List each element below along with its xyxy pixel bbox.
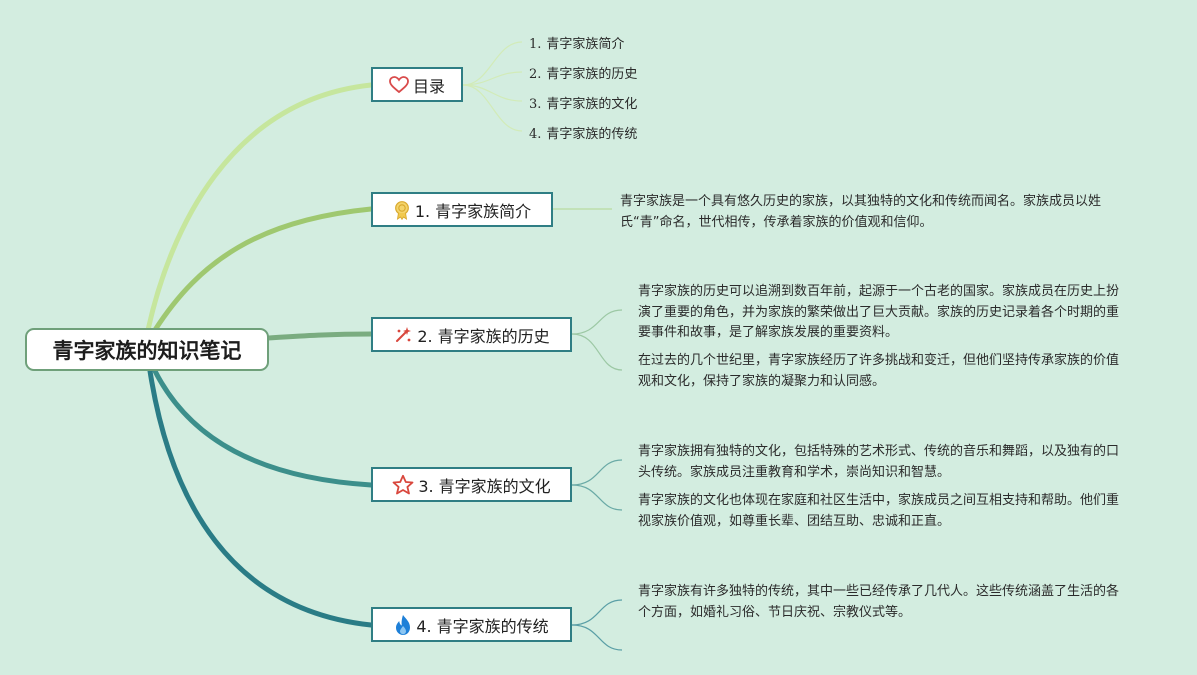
- toc-item-number: 3.: [529, 97, 542, 112]
- note-tradition-1[interactable]: 青字家族有许多独特的传统，其中一些已经传承了几代人。这些传统涵盖了生活的各个方面…: [638, 584, 1120, 620]
- note-intro[interactable]: 青字家族是一个具有悠久历史的家族，以其独特的文化和传统而闻名。家族成员以姓氏“青…: [620, 194, 1102, 230]
- connector-history-note-1: [571, 309, 623, 335]
- toc-item-text: 青字家族的历史: [546, 67, 638, 82]
- heart-icon: [389, 75, 409, 94]
- medal-icon: [393, 200, 411, 220]
- note-culture-2[interactable]: 青字家族的文化也体现在家庭和社区生活中，家族成员之间互相支持和帮助。他们重视家族…: [638, 493, 1120, 529]
- branch-tradition[interactable]: 4. 青字家族的传统: [371, 607, 572, 642]
- connector-toc-2: [462, 71, 523, 86]
- note-history-2[interactable]: 在过去的几个世纪里，青字家族经历了许多挑战和变迁，但他们坚持传承家族的价值观和文…: [638, 353, 1120, 389]
- toc-item-4[interactable]: 4. 青字家族的传统: [529, 123, 637, 142]
- toc-item-text: 青字家族简介: [546, 37, 625, 52]
- toc-item-1[interactable]: 1. 青字家族简介: [529, 33, 624, 52]
- connector-culture-note-2: [571, 484, 623, 511]
- connector-toc: [145, 82, 374, 333]
- branch-culture-label: 3. 青字家族的文化: [418, 476, 551, 496]
- branch-intro-label: 1. 青字家族简介: [414, 201, 532, 221]
- toc-item-number: 4.: [529, 127, 542, 142]
- toc-item-text: 青字家族的传统: [546, 127, 638, 142]
- toc-item-number: 2.: [529, 67, 542, 82]
- connector-history: [265, 331, 374, 341]
- branch-intro[interactable]: 1. 青字家族简介: [371, 192, 553, 227]
- branch-culture[interactable]: 3. 青字家族的文化: [371, 467, 572, 502]
- toc-item-2[interactable]: 2. 青字家族的历史: [529, 63, 637, 82]
- branch-toc-label: 目录: [412, 76, 445, 96]
- note-culture-1[interactable]: 青字家族拥有独特的文化，包括特殊的艺术形式、传统的音乐和舞蹈，以及独有的口头传统…: [638, 444, 1120, 480]
- toc-item-text: 青字家族的文化: [546, 97, 638, 112]
- connector-toc-4: [462, 84, 523, 132]
- note-history-1[interactable]: 青字家族的历史可以追溯到数百年前，起源于一个古老的国家。家族成员在历史上扮演了重…: [638, 284, 1120, 340]
- toc-item-3[interactable]: 3. 青字家族的文化: [529, 93, 637, 112]
- branch-toc[interactable]: 目录: [371, 67, 463, 102]
- sparkle-icon: [393, 325, 413, 345]
- connector-tradition: [147, 368, 374, 628]
- flame-icon: [394, 614, 412, 636]
- connector-intro: [152, 206, 374, 333]
- branch-history[interactable]: 2. 青字家族的历史: [371, 317, 572, 352]
- toc-item-number: 1.: [529, 37, 542, 52]
- central-topic[interactable]: 青字家族的知识笔记: [25, 328, 269, 371]
- connector-history-note-2: [571, 333, 623, 371]
- branch-history-label: 2. 青字家族的历史: [417, 326, 550, 346]
- connector-toc-3: [462, 84, 523, 102]
- connector-toc-1: [462, 41, 523, 86]
- connector-culture-note-1: [571, 459, 623, 486]
- connector-tradition-note-2: [571, 624, 623, 651]
- branch-tradition-label: 4. 青字家族的传统: [416, 616, 549, 636]
- connector-culture: [152, 368, 374, 488]
- star-icon: [392, 474, 414, 496]
- connector-tradition-note-1: [571, 599, 623, 626]
- central-topic-title: 青字家族的知识笔记: [52, 338, 242, 363]
